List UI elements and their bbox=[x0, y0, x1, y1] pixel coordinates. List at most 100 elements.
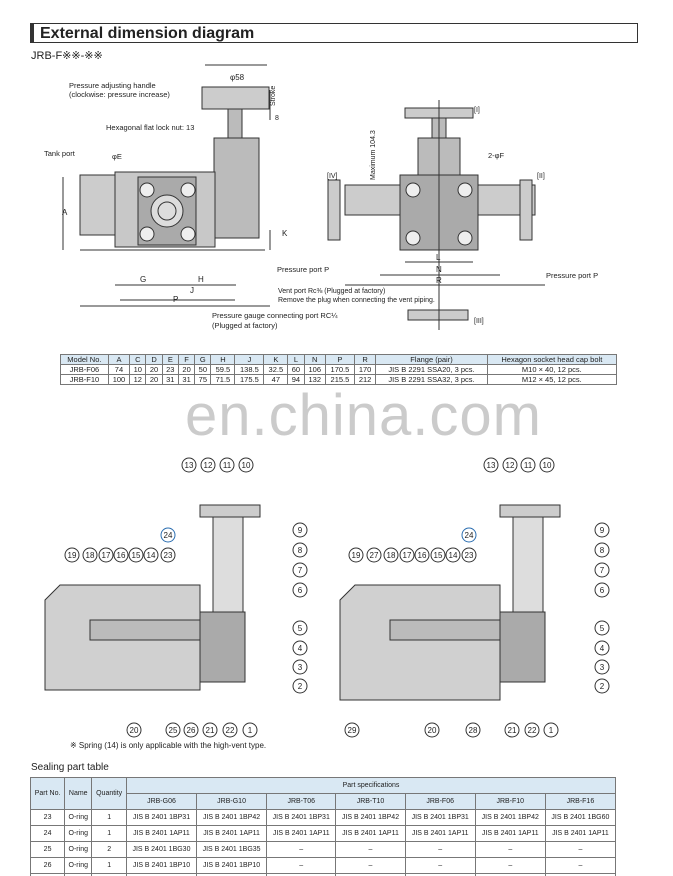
table-cell: JIS B 2401 1AP11 bbox=[196, 825, 268, 842]
column-header: F bbox=[177, 354, 196, 365]
dim-K: K bbox=[282, 229, 288, 238]
callout-number: 27 bbox=[370, 551, 379, 560]
callout-circle bbox=[520, 457, 536, 473]
dim-stroke: Stroke bbox=[270, 86, 277, 106]
callout-number: 4 bbox=[600, 644, 605, 653]
table-cell: 32.5 bbox=[263, 364, 289, 375]
column-header-group: Part specifications bbox=[125, 777, 617, 794]
callout-number: 17 bbox=[102, 551, 111, 560]
column-header: JRB-T10 bbox=[335, 793, 406, 810]
table-cell: 60 bbox=[287, 364, 305, 375]
callout-circle bbox=[113, 547, 129, 563]
callout-number: 23 bbox=[465, 551, 474, 560]
callout-number: 7 bbox=[298, 566, 303, 575]
column-header: H bbox=[210, 354, 236, 365]
callout-number: 5 bbox=[600, 624, 605, 633]
callout-circle bbox=[344, 722, 360, 738]
callout-number: 17 bbox=[403, 551, 412, 560]
table-cell: 25 bbox=[29, 841, 66, 858]
table-cell: M12 × 45, 12 pcs. bbox=[486, 374, 618, 385]
callout-circle bbox=[594, 562, 610, 578]
label-vent-note: Remove the plug when connecting the vent… bbox=[278, 297, 435, 304]
table-cell: 74 bbox=[107, 364, 131, 375]
callout-circle bbox=[183, 722, 199, 738]
callout-number: 19 bbox=[352, 551, 361, 560]
callout-number: 22 bbox=[528, 726, 537, 735]
table-cell: – bbox=[335, 873, 406, 876]
table-cell: 23 bbox=[161, 364, 179, 375]
dim-L: L bbox=[436, 253, 441, 262]
callout-circle bbox=[128, 547, 144, 563]
callout-number: 10 bbox=[242, 461, 251, 470]
callout-circle bbox=[539, 457, 555, 473]
callout-circle bbox=[461, 527, 477, 543]
table-cell: 24 bbox=[29, 825, 66, 842]
callout-number: 10 bbox=[543, 461, 552, 470]
table-cell: JIS B 2401 1BP10 bbox=[125, 857, 198, 874]
callout-circle bbox=[366, 547, 382, 563]
table-cell: 10 bbox=[129, 364, 147, 375]
column-header: N bbox=[303, 354, 326, 365]
callout-number: 20 bbox=[130, 726, 139, 735]
table-cell: 1 bbox=[91, 857, 127, 874]
callout-circle bbox=[594, 678, 610, 694]
table-cell: JIS B 2401 1BP31 bbox=[125, 809, 198, 826]
table-cell: 1 bbox=[91, 825, 127, 842]
table-cell: O-ring bbox=[64, 825, 93, 842]
right-section-drawing bbox=[339, 504, 561, 701]
callout-number: 9 bbox=[298, 526, 303, 535]
callout-number: 14 bbox=[449, 551, 458, 560]
callout-number: 1 bbox=[549, 726, 554, 735]
table-cell: – bbox=[544, 841, 617, 858]
table-cell: JIS B 2291 SSA20, 3 pcs. bbox=[375, 364, 488, 375]
callout-number: 21 bbox=[206, 726, 215, 735]
callout-circle bbox=[242, 722, 258, 738]
column-header: D bbox=[145, 354, 163, 365]
label-tank-port: Tank port bbox=[44, 149, 76, 158]
table-cell: 20 bbox=[145, 374, 163, 385]
callout-circle bbox=[430, 547, 446, 563]
label-pressure-port: Pressure port P bbox=[277, 265, 329, 274]
callout-circle bbox=[200, 457, 216, 473]
dim-J: J bbox=[190, 286, 194, 295]
callout-circle bbox=[594, 542, 610, 558]
table-cell: JIS B 2401 1AP11 bbox=[335, 825, 406, 842]
label-handle-note: (clockwise: pressure increase) bbox=[69, 90, 170, 99]
table-cell: JIS B 2291 SSA32, 3 pcs. bbox=[375, 374, 488, 385]
table-cell: JIS B 2401 1BG35 bbox=[196, 841, 268, 858]
table-cell: JIS B 2401 1BP10 bbox=[196, 857, 268, 874]
label-gauge-port: Pressure gauge connecting port RC¼ bbox=[212, 311, 338, 320]
callout-number: 4 bbox=[298, 644, 303, 653]
callout-number: 16 bbox=[418, 551, 427, 560]
column-header: L bbox=[287, 354, 305, 365]
label-handle: Pressure adjusting handle bbox=[69, 81, 156, 90]
callout-circle bbox=[594, 522, 610, 538]
callout-number: 7 bbox=[600, 566, 605, 575]
column-header: J bbox=[234, 354, 265, 365]
column-header: C bbox=[129, 354, 147, 365]
callout-number: 3 bbox=[600, 663, 605, 672]
column-header: R bbox=[353, 354, 377, 365]
table-cell: 26 bbox=[29, 857, 66, 874]
table-cell: – bbox=[474, 857, 546, 874]
view-IV: [IV] bbox=[327, 173, 338, 180]
callout-number: 13 bbox=[185, 461, 194, 470]
dim-N: N bbox=[436, 265, 442, 274]
callout-circle bbox=[160, 527, 176, 543]
watermark: en.china.com bbox=[185, 383, 542, 448]
table-cell: – bbox=[266, 841, 337, 858]
callout-circle bbox=[181, 457, 197, 473]
callout-circle bbox=[64, 547, 80, 563]
callout-circle bbox=[165, 722, 181, 738]
callout-number: 1 bbox=[248, 726, 253, 735]
dim-G: G bbox=[140, 275, 146, 284]
